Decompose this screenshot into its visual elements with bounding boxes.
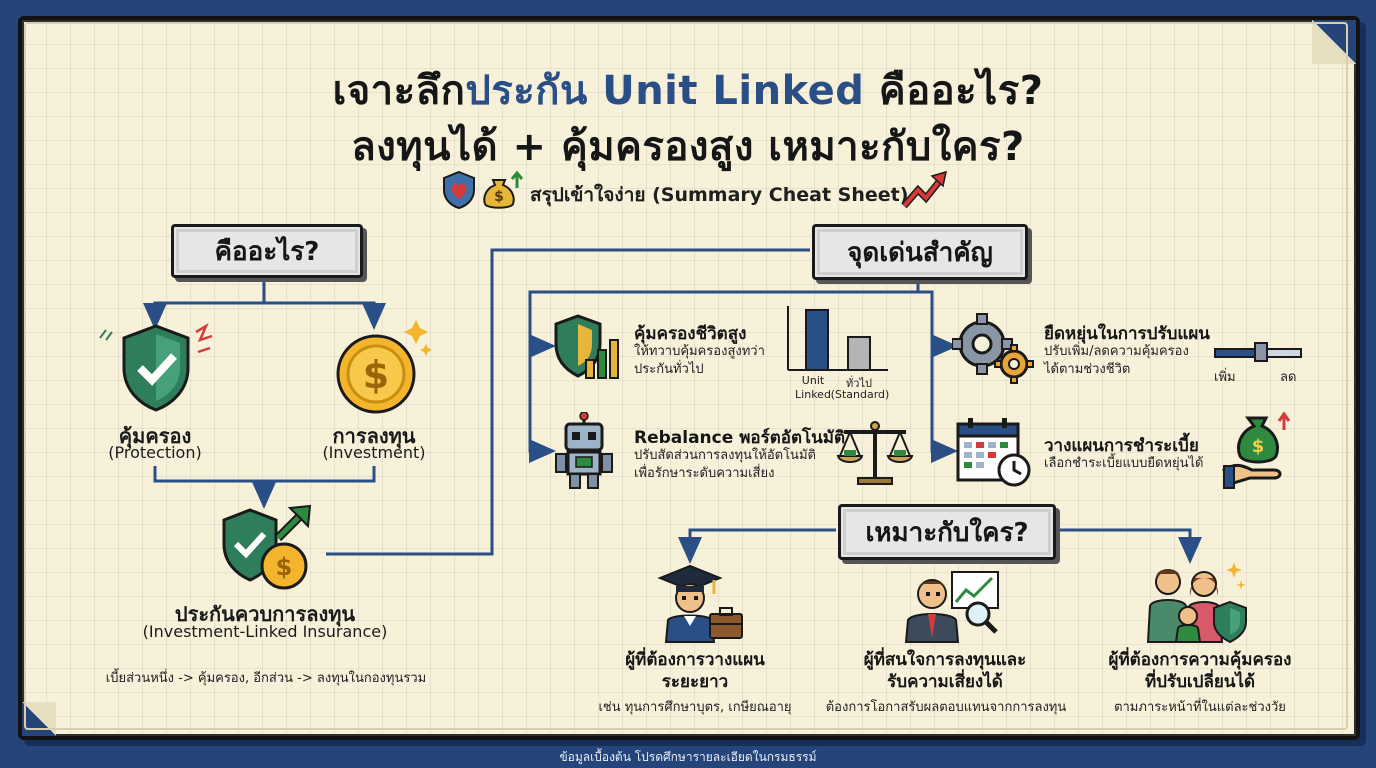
combo-label: ประกันควบการลงทุน <box>174 602 356 626</box>
investor-magnifier-icon <box>904 571 999 643</box>
heart-shield-icon <box>443 170 475 210</box>
protection-label: คุ้มครอง <box>118 424 192 448</box>
feature-flexible-plan-title: ยืดหยุ่นในการปรับแผน <box>1044 324 1210 344</box>
who-long-term-title1: ผู้ที่ต้องการวางแผน <box>625 650 765 670</box>
calendar-clock-icon <box>956 418 1031 487</box>
page-corner-fold <box>1312 20 1356 64</box>
gears-icon <box>952 313 1034 384</box>
title-part-3: คืออะไร? <box>878 68 1044 114</box>
shield-coin-growth-icon: $ <box>222 504 312 590</box>
mini-chart-bar-standard <box>847 336 871 371</box>
mini-chart-label-b2: (Standard) <box>830 388 890 401</box>
coverage-slider <box>1214 342 1302 362</box>
mini-chart-label-a2: Linked <box>795 388 831 401</box>
money-bag-icon: $ <box>483 170 524 209</box>
who-long-term-title2: ระยะยาว <box>661 672 729 692</box>
feature-premium-plan-desc1: เลือกชำระเบี้ยแบบยืดหยุ่นได้ <box>1044 456 1204 471</box>
protection-label-en: (Protection) <box>108 443 202 462</box>
svg-text:$: $ <box>363 353 389 397</box>
graduate-icon <box>657 564 743 643</box>
investment-label: การลงทุน <box>332 424 416 448</box>
page-title-line1: เจาะลึกประกัน Unit Linked คืออะไร? <box>0 58 1376 122</box>
page-title-line2: ลงทุนได้ + คุ้มครองสูง เหมาะกับใคร? <box>351 124 1025 170</box>
who-investor-desc: ต้องการโอกาสรับผลตอบแทนจากการลงทุน <box>825 700 1067 715</box>
mini-chart-bar-unit-linked <box>805 309 829 371</box>
who-long-term-desc: เช่น ทุนการศึกษาบุตร, เกษียณอายุ <box>598 700 792 715</box>
who-investor-title1: ผู้ที่สนใจการลงทุนและ <box>863 650 1027 670</box>
section-heading-who: เหมาะกับใคร? <box>838 504 1056 560</box>
cheat-sheet-panel <box>18 16 1360 740</box>
feature-flexible-plan-desc1: ปรับเพิ่ม/ลดความคุ้มครอง <box>1044 344 1189 359</box>
who-investor-title2: รับความเสี่ยงได้ <box>887 672 1003 692</box>
page-corner-fold-bottom <box>22 702 56 736</box>
who-flexible-title1: ผู้ที่ต้องการความคุ้มครอง <box>1108 650 1292 670</box>
svg-text:$: $ <box>494 189 504 205</box>
footer-disclaimer: ข้อมูลเบื้องต้น โปรดศึกษารายละเอียดในกรม… <box>559 750 817 764</box>
mini-chart-label-b1: ทั่วไป <box>846 377 872 390</box>
check-shield-icon <box>99 322 213 412</box>
slider-left-label: เพิ่ม <box>1214 370 1236 385</box>
who-flexible-desc: ตามภาระหน้าที่ในแต่ละช่วงวัย <box>1114 700 1286 715</box>
shield-growth-chart-icon <box>554 314 619 379</box>
feature-high-protection-title: คุ้มครองชีวิตสูง <box>634 324 747 344</box>
combo-label-en: (Investment-Linked Insurance) <box>142 622 388 641</box>
family-shield-icon <box>1146 562 1247 644</box>
page-subtitle: สรุปเข้าใจง่าย (Summary Cheat Sheet) <box>530 184 909 206</box>
title-part-1: เจาะลึก <box>332 68 466 114</box>
trend-up-arrow-icon <box>901 170 947 209</box>
combo-description: เบี้ยส่วนหนึ่ง -> คุ้มครอง, อีกส่วน -> ล… <box>105 671 427 686</box>
balance-scale-icon <box>836 421 914 485</box>
dollar-coin-icon: $ <box>336 320 432 414</box>
feature-flexible-plan-desc2: ได้ตามช่วงชีวิต <box>1044 362 1131 377</box>
feature-high-protection-desc1: ให้ทวาบคุ้มครองสูงทว่า <box>634 344 765 359</box>
investment-label-en: (Investment) <box>322 443 426 462</box>
slider-thumb <box>1254 342 1269 362</box>
feature-high-protection-desc2: ประกันทั่วไป <box>634 362 704 377</box>
svg-text:$: $ <box>276 553 293 581</box>
svg-text:$: $ <box>1252 436 1265 457</box>
feature-rebalance-desc1: ปรับสัดส่วนการลงทุนให้อัตโนมัติ <box>634 448 816 463</box>
robot-icon <box>555 412 613 489</box>
title-part-highlight: ประกัน Unit Linked <box>465 68 865 114</box>
protection-comparison-mini-chart <box>787 306 888 371</box>
feature-premium-plan-title: วางแผนการชำระเบี้ย <box>1044 436 1199 456</box>
slider-right-label: ลด <box>1280 370 1297 385</box>
who-flexible-title2: ที่ปรับเปลี่ยนได้ <box>1144 672 1256 692</box>
feature-rebalance-desc2: เพื่อรักษาระดับความเสี่ยง <box>634 466 775 481</box>
section-heading-highlights: จุดเด่นสำคัญ <box>812 224 1028 280</box>
money-bag-hand-icon: $ <box>1222 411 1291 489</box>
section-heading-what: คืออะไร? <box>171 224 363 278</box>
mini-chart-label-a1: Unit <box>801 374 825 387</box>
feature-rebalance-title: Rebalance พอร์ตอัตโนมัติ <box>634 428 846 448</box>
